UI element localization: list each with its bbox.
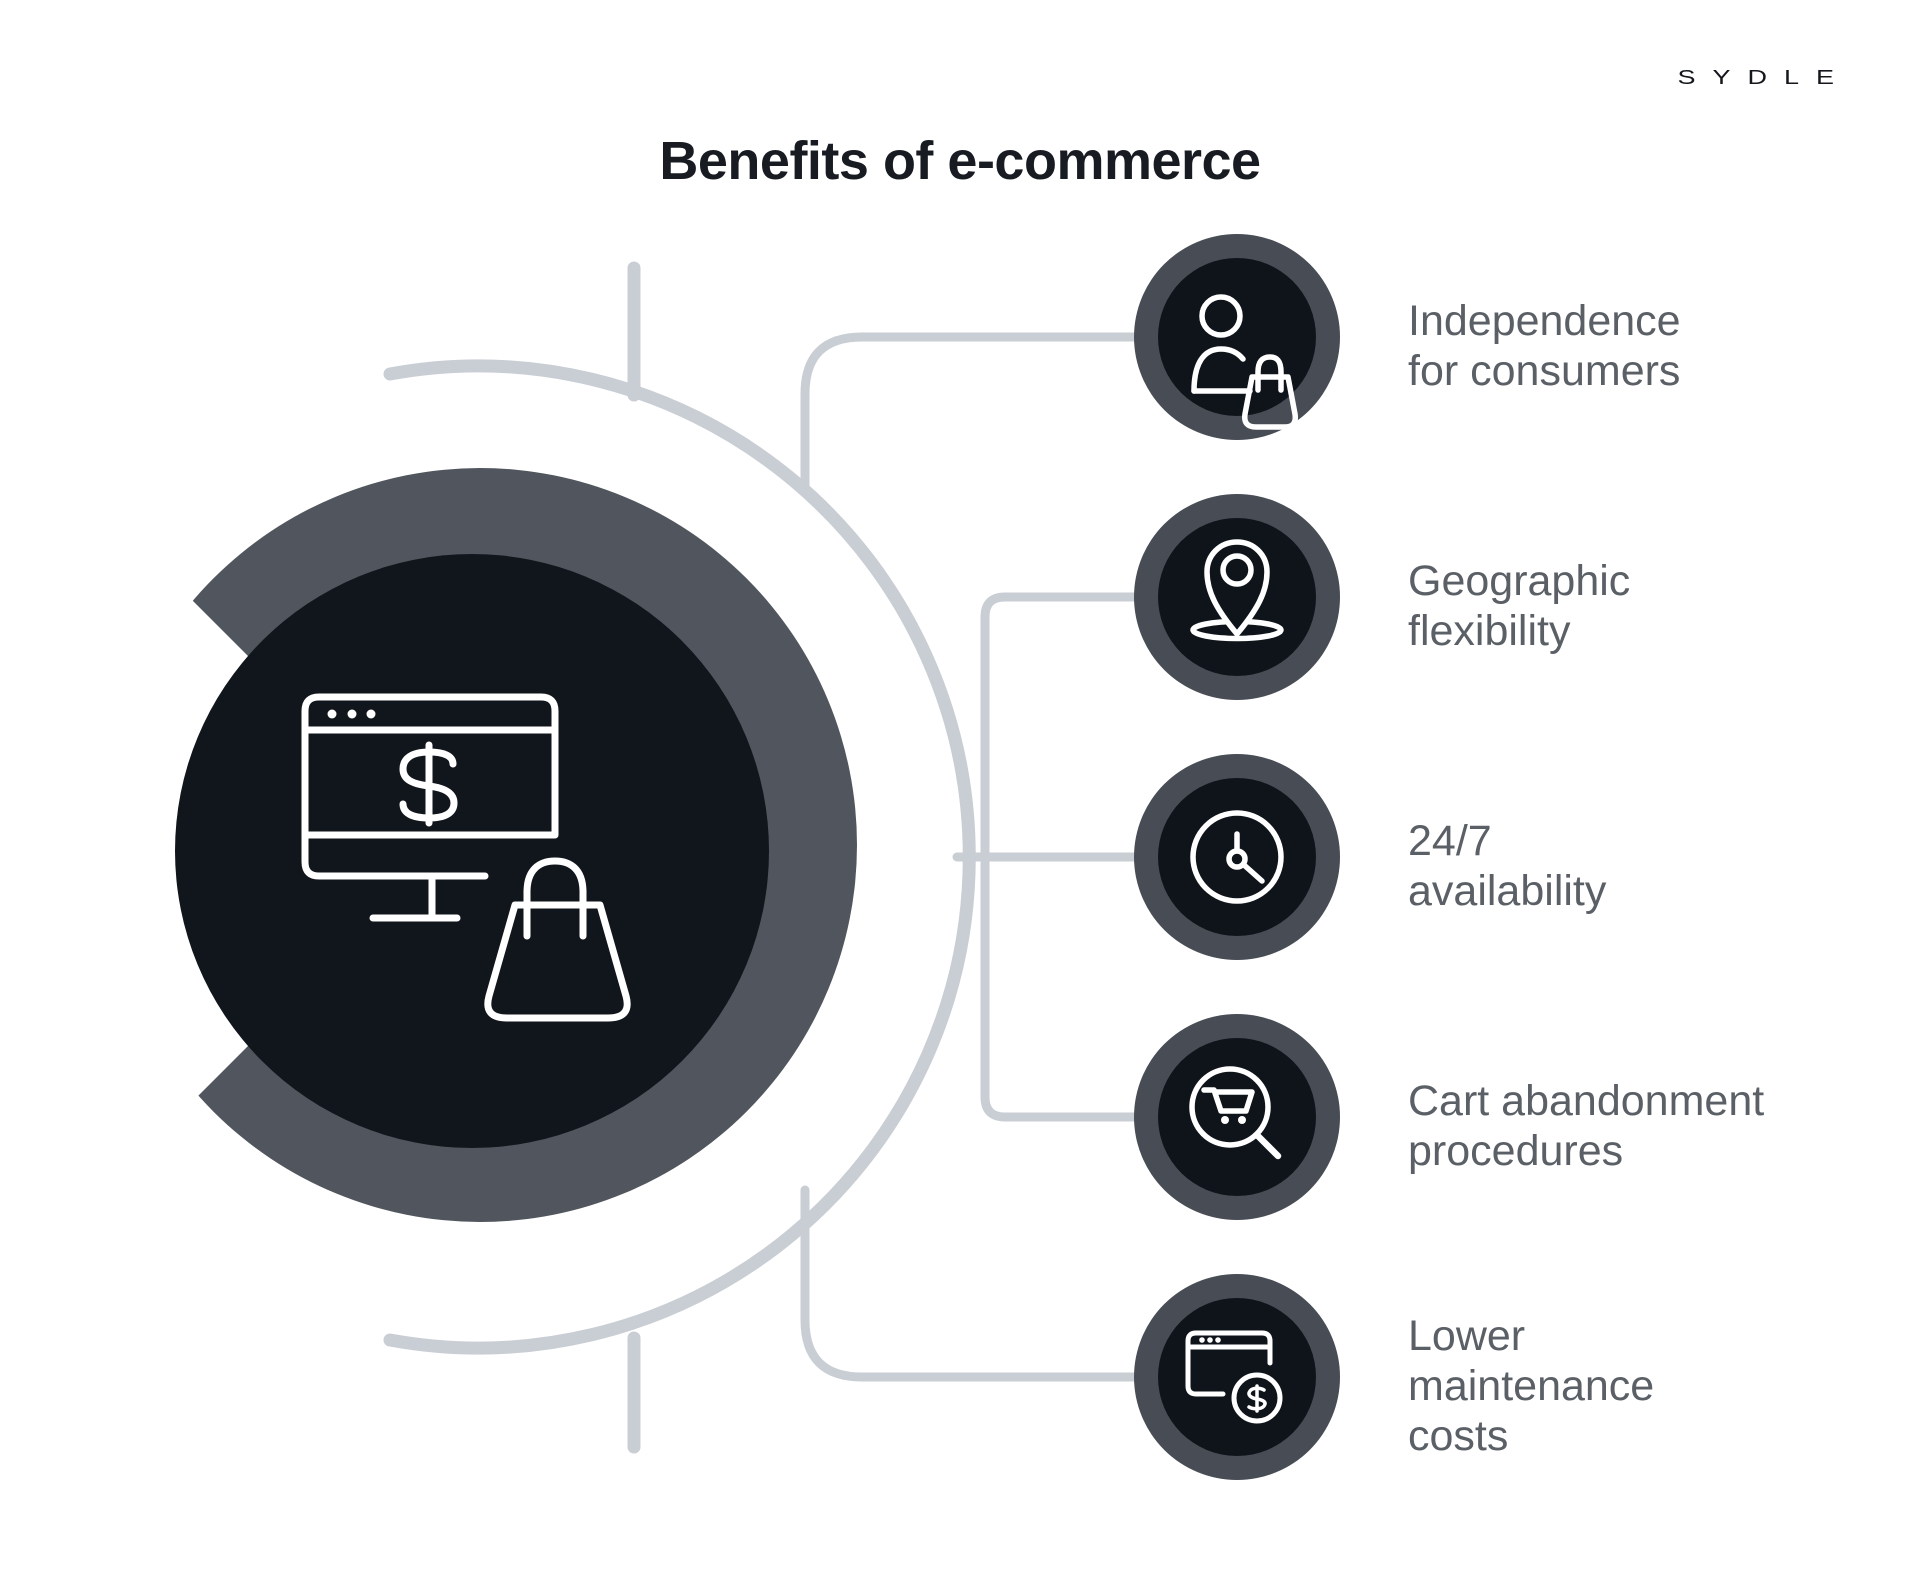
benefit-node-inner <box>1158 1038 1316 1196</box>
monitor-body <box>301 831 489 880</box>
benefit-label: 24/7 availability <box>1408 817 1607 915</box>
shopping-bag-body <box>484 901 631 1022</box>
location-pin-icon <box>1190 539 1284 642</box>
browser-dots <box>327 709 376 719</box>
benefit-label: Geographic flexibility <box>1408 557 1631 655</box>
benefit-node <box>1134 494 1340 700</box>
benefit-node-inner <box>1158 518 1316 676</box>
connector-benefit-5 <box>800 1185 1145 1382</box>
benefit-row-geographic: Geographic flexibility <box>1134 494 1834 700</box>
shopping-bag-handle <box>523 857 587 940</box>
cart-magnifier-icon <box>1189 1066 1282 1160</box>
clock-icon <box>1190 810 1284 904</box>
benefit-node-inner <box>1158 258 1316 430</box>
benefit-row-independence: Independence for consumers <box>1134 234 1834 440</box>
benefit-row-availability: 24/7 availability <box>1134 754 1834 960</box>
connector-lines <box>800 332 1145 1382</box>
benefit-label: Cart abandonment procedures <box>1408 1077 1765 1175</box>
benefit-node <box>1134 234 1340 440</box>
benefit-node <box>1134 754 1340 960</box>
person-shopping-bag-icon <box>1191 294 1299 430</box>
benefit-node <box>1134 1274 1340 1480</box>
hero-circle <box>175 554 769 1148</box>
browser-dollar-coin-icon <box>1185 1330 1283 1424</box>
monitor-screen <box>301 693 559 839</box>
benefit-row-maintenance-costs: Lower maintenance costs <box>1134 1274 1834 1480</box>
benefit-node-inner <box>1158 778 1316 936</box>
ecommerce-monitor-shopping-bag-icon <box>301 693 631 1022</box>
connector-benefit-1 <box>800 332 1145 497</box>
benefit-node-inner <box>1158 1298 1316 1456</box>
page-title: Benefits of e-commerce <box>659 131 1261 192</box>
brand-logo: SYDLE <box>1677 66 1851 89</box>
dollar-s-curve <box>399 748 458 822</box>
benefit-label: Independence for consumers <box>1408 297 1681 395</box>
benefit-row-cart-abandonment: Cart abandonment procedures <box>1134 1014 1834 1220</box>
benefit-node <box>1134 1014 1340 1220</box>
benefit-label: Lower maintenance costs <box>1408 1312 1655 1460</box>
